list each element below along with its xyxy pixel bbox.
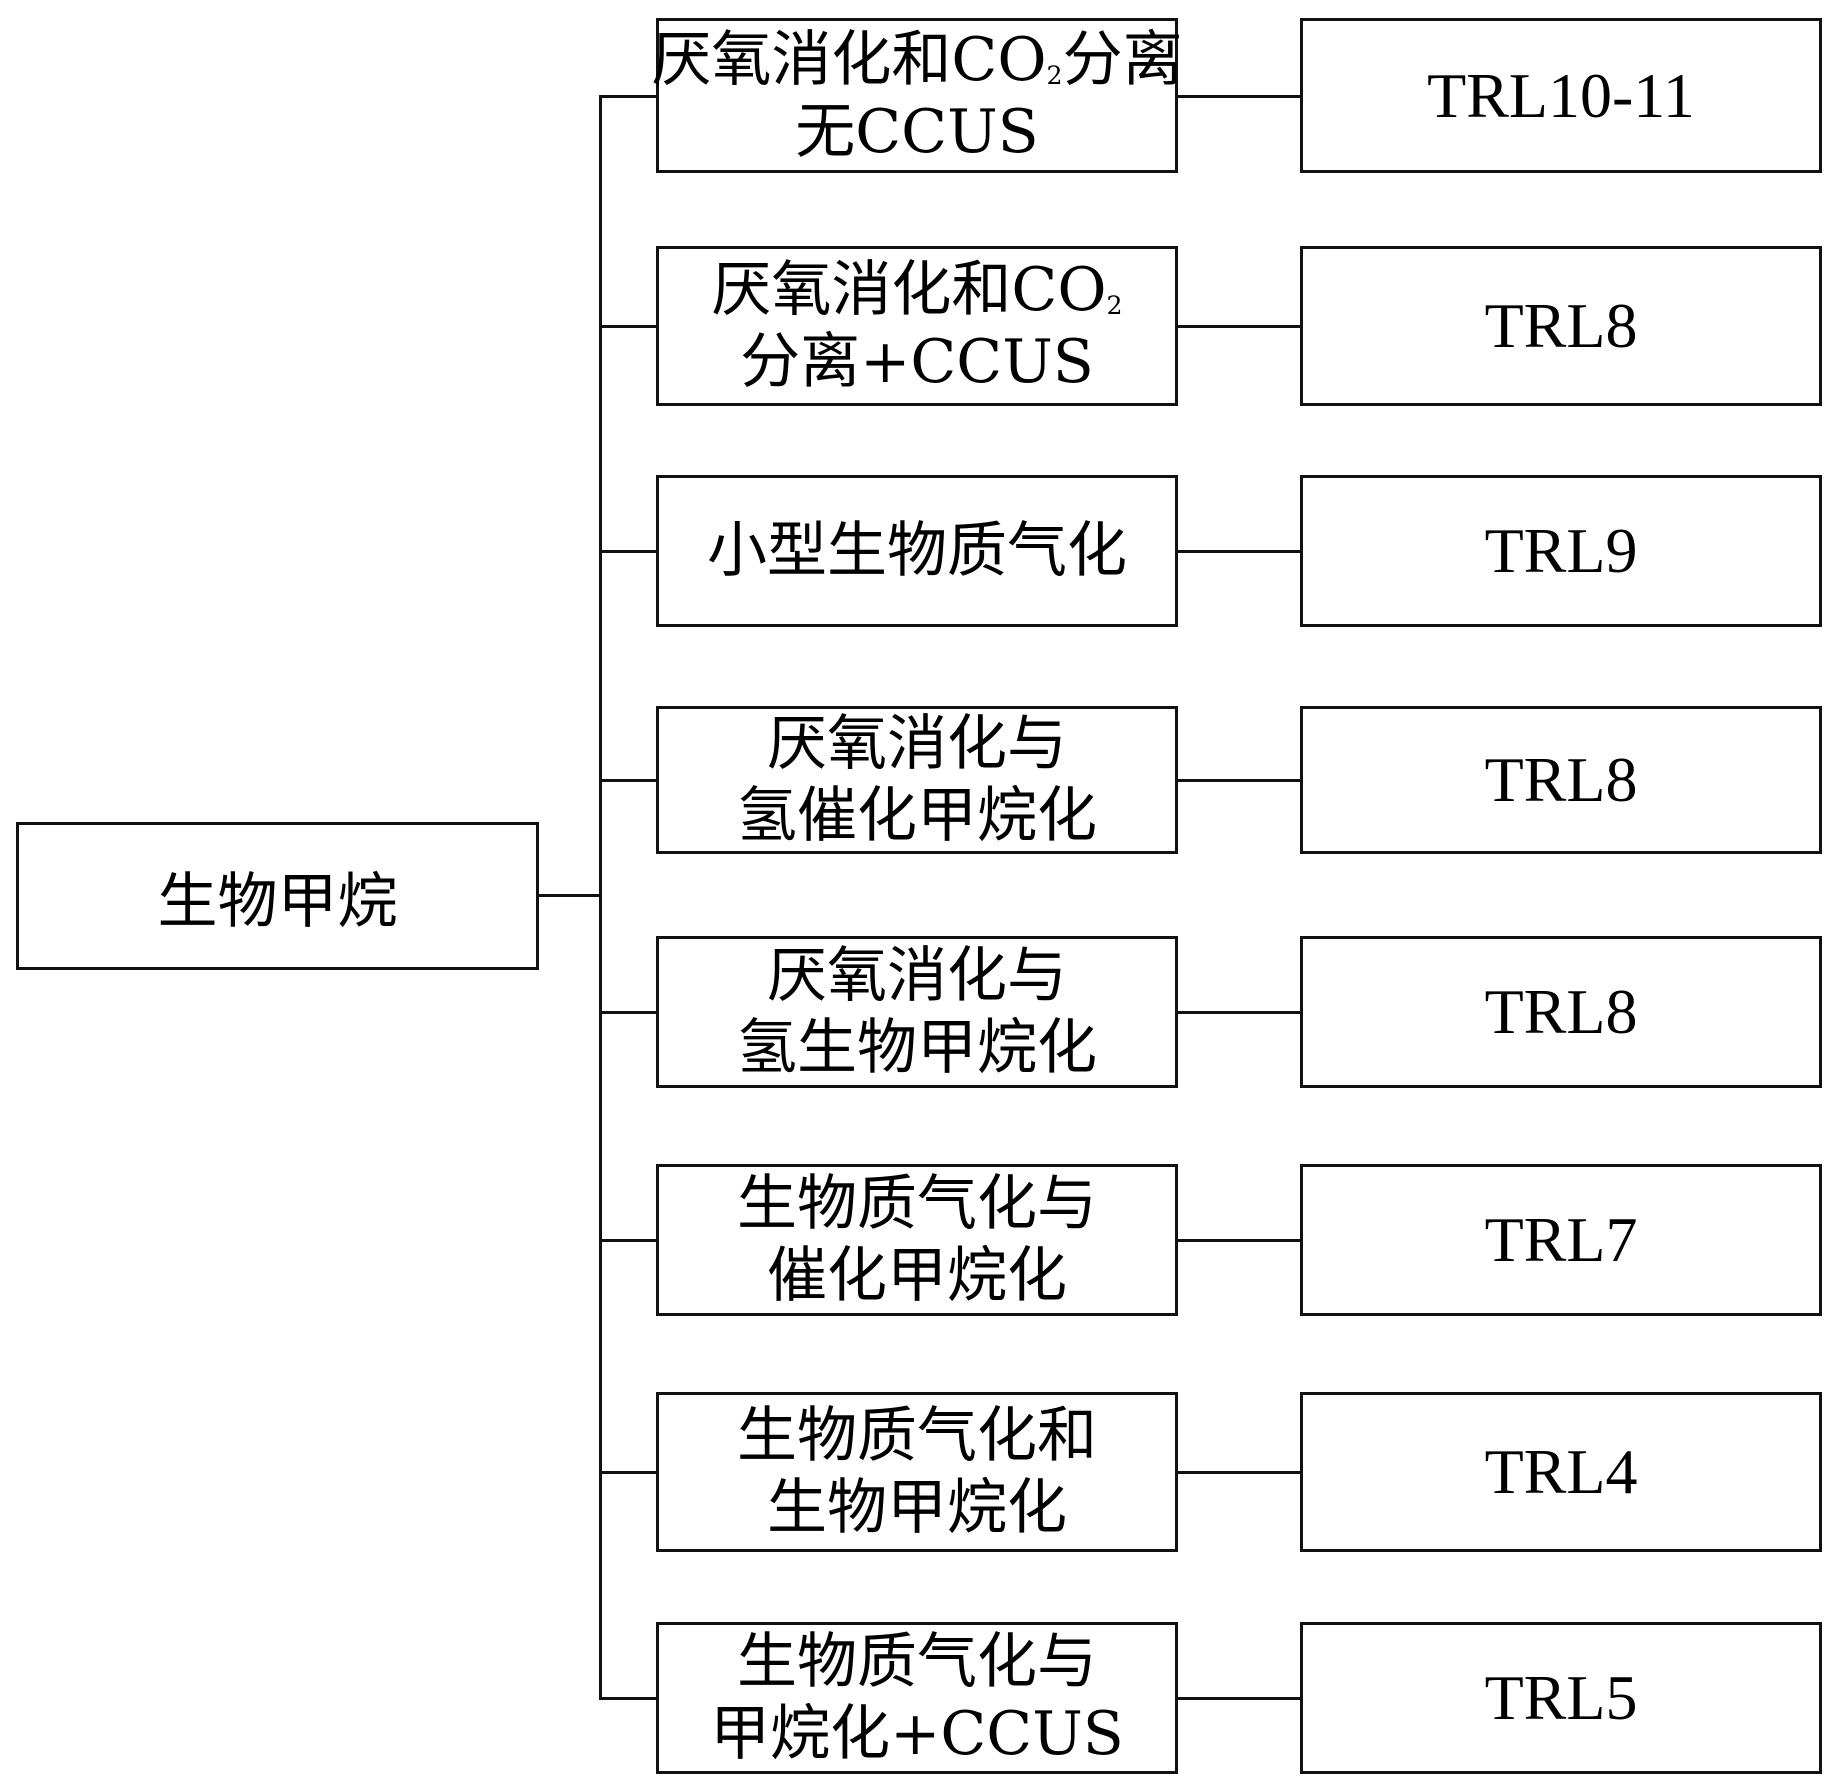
trl-connector: [1178, 1471, 1300, 1474]
tech-label: 小型生物质气化: [707, 515, 1127, 587]
root-label: 生物甲烷: [157, 866, 398, 937]
tech-label-line: 催化甲烷化: [767, 1241, 1067, 1311]
tech-node-1: 厌氧消化和CO2分离无CCUS: [651, 18, 1183, 173]
trl-connector: [1178, 550, 1300, 553]
tech-label-line: 分离+CCUS: [740, 327, 1094, 397]
branch-connector: [599, 1011, 656, 1014]
tech-label-line: 厌氧消化与: [767, 709, 1067, 779]
branch-connector: [599, 1239, 656, 1242]
trl-label: TRL7: [1484, 1204, 1638, 1275]
tech-node-7: 生物质气化和生物甲烷化: [656, 1392, 1178, 1552]
tech-label-line: 生物质气化和: [737, 1401, 1097, 1471]
tech-node-6: 生物质气化与催化甲烷化: [656, 1164, 1178, 1316]
tech-label-line: 厌氧消化和CO2分离: [651, 24, 1183, 95]
tech-label-line: 厌氧消化和CO2: [711, 255, 1123, 325]
tech-node-8: 生物质气化与甲烷化+CCUS: [656, 1622, 1178, 1774]
branch-connector: [599, 95, 656, 98]
branch-connector: [599, 779, 656, 782]
trunk-line: [599, 95, 602, 1700]
tech-label-line: 小型生物质气化: [707, 516, 1127, 586]
subscript: 2: [1106, 290, 1123, 320]
tech-label-line: 生物质气化与: [737, 1169, 1097, 1239]
branch-connector: [599, 1471, 656, 1474]
tech-label: 生物质气化与甲烷化+CCUS: [710, 1626, 1124, 1770]
tech-node-4: 厌氧消化与氢催化甲烷化: [656, 706, 1178, 854]
trl-connector: [1178, 1239, 1300, 1242]
trl-label: TRL8: [1484, 744, 1638, 815]
tech-label-line: 氢生物甲烷化: [737, 1013, 1097, 1083]
tech-label: 厌氧消化与氢催化甲烷化: [737, 708, 1097, 852]
trl-connector: [1178, 1011, 1300, 1014]
trl-node-7: TRL4: [1300, 1392, 1822, 1552]
branch-connector: [599, 325, 656, 328]
trl-node-6: TRL7: [1300, 1164, 1822, 1316]
root-connector: [539, 894, 599, 897]
branch-connector: [599, 1697, 656, 1700]
trl-node-8: TRL5: [1300, 1622, 1822, 1774]
trl-node-4: TRL8: [1300, 706, 1822, 854]
trl-node-3: TRL9: [1300, 475, 1822, 627]
tech-label: 厌氧消化与氢生物甲烷化: [737, 940, 1097, 1084]
root-node: 生物甲烷: [16, 822, 539, 970]
trl-node-5: TRL8: [1300, 936, 1822, 1088]
tech-label-line: 甲烷化+CCUS: [710, 1699, 1124, 1769]
tech-node-3: 小型生物质气化: [656, 475, 1178, 627]
trl-label: TRL8: [1484, 290, 1638, 361]
trl-label: TRL4: [1484, 1436, 1638, 1507]
tech-label-line: 生物甲烷化: [767, 1473, 1067, 1543]
tech-label: 生物质气化与催化甲烷化: [737, 1168, 1097, 1312]
trl-node-1: TRL10-11: [1300, 18, 1822, 173]
trl-node-2: TRL8: [1300, 246, 1822, 406]
trl-connector: [1178, 95, 1300, 98]
subscript: 2: [1046, 60, 1063, 90]
tech-node-5: 厌氧消化与氢生物甲烷化: [656, 936, 1178, 1088]
branch-connector: [599, 550, 656, 553]
trl-connector: [1178, 779, 1300, 782]
tech-label-line: 氢催化甲烷化: [737, 781, 1097, 851]
trl-connector: [1178, 1697, 1300, 1700]
tech-label-line: 厌氧消化与: [767, 941, 1067, 1011]
tech-label-line: 生物质气化与: [736, 1627, 1097, 1697]
trl-label: TRL5: [1484, 1662, 1638, 1733]
tech-label: 厌氧消化和CO2分离无CCUS: [651, 24, 1182, 168]
trl-label: TRL9: [1484, 515, 1638, 586]
tech-label: 生物质气化和生物甲烷化: [737, 1400, 1097, 1544]
trl-label: TRL8: [1484, 976, 1638, 1047]
trl-label: TRL10-11: [1427, 59, 1695, 131]
trl-connector: [1178, 325, 1300, 328]
tech-label-line: 无CCUS: [795, 96, 1039, 167]
